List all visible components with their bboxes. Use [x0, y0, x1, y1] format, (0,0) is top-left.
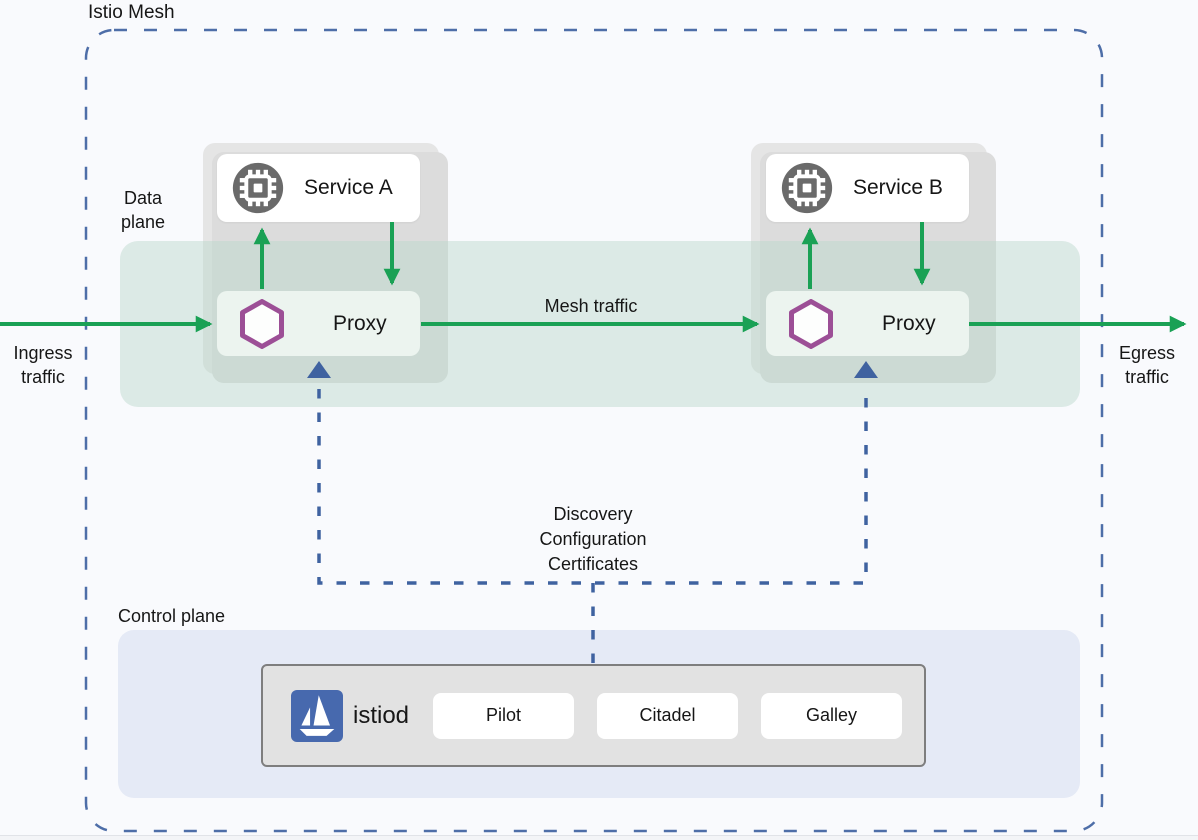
proxy-b-label: Proxy [882, 311, 936, 335]
service-b-label: Service B [853, 176, 943, 199]
proxy-a-box: Proxy [217, 291, 420, 356]
component-citadel: Citadel [597, 692, 739, 739]
service-a-box: Service A [217, 154, 420, 222]
galley-label: Galley [806, 705, 858, 725]
proxy-a-label: Proxy [333, 311, 387, 335]
ingress-traffic-label: Ingress traffic [13, 343, 73, 387]
cpu-chip-icon [232, 162, 284, 214]
envoy-hexagon-icon [240, 298, 284, 349]
control-plane-label: Control plane [118, 606, 226, 626]
egress-traffic-label: Egress traffic [1118, 343, 1176, 387]
component-galley: Galley [761, 692, 903, 739]
istiod-label: istiod [353, 701, 410, 729]
istio-sail-icon [291, 689, 343, 742]
proxy-b-box: Proxy [766, 291, 969, 356]
component-pilot: Pilot [433, 692, 575, 739]
mesh-traffic-label: Mesh traffic [544, 296, 638, 316]
discovery-configuration-certificates-label: Discovery Configuration Certificates [539, 504, 647, 574]
citadel-label: Citadel [639, 705, 696, 725]
istiod-components: Pilot Citadel Galley [433, 692, 903, 739]
cpu-chip-icon [781, 162, 833, 214]
pilot-label: Pilot [486, 705, 522, 725]
service-a-label: Service A [304, 176, 393, 199]
istiod-box: istiod Pilot Citadel Galley [261, 664, 926, 767]
mesh-title: Istio Mesh [88, 2, 175, 23]
page-bottom-edge [0, 835, 1198, 840]
data-plane-label: Data plane [120, 188, 166, 232]
service-b-box: Service B [766, 154, 969, 222]
envoy-hexagon-icon [789, 298, 833, 349]
